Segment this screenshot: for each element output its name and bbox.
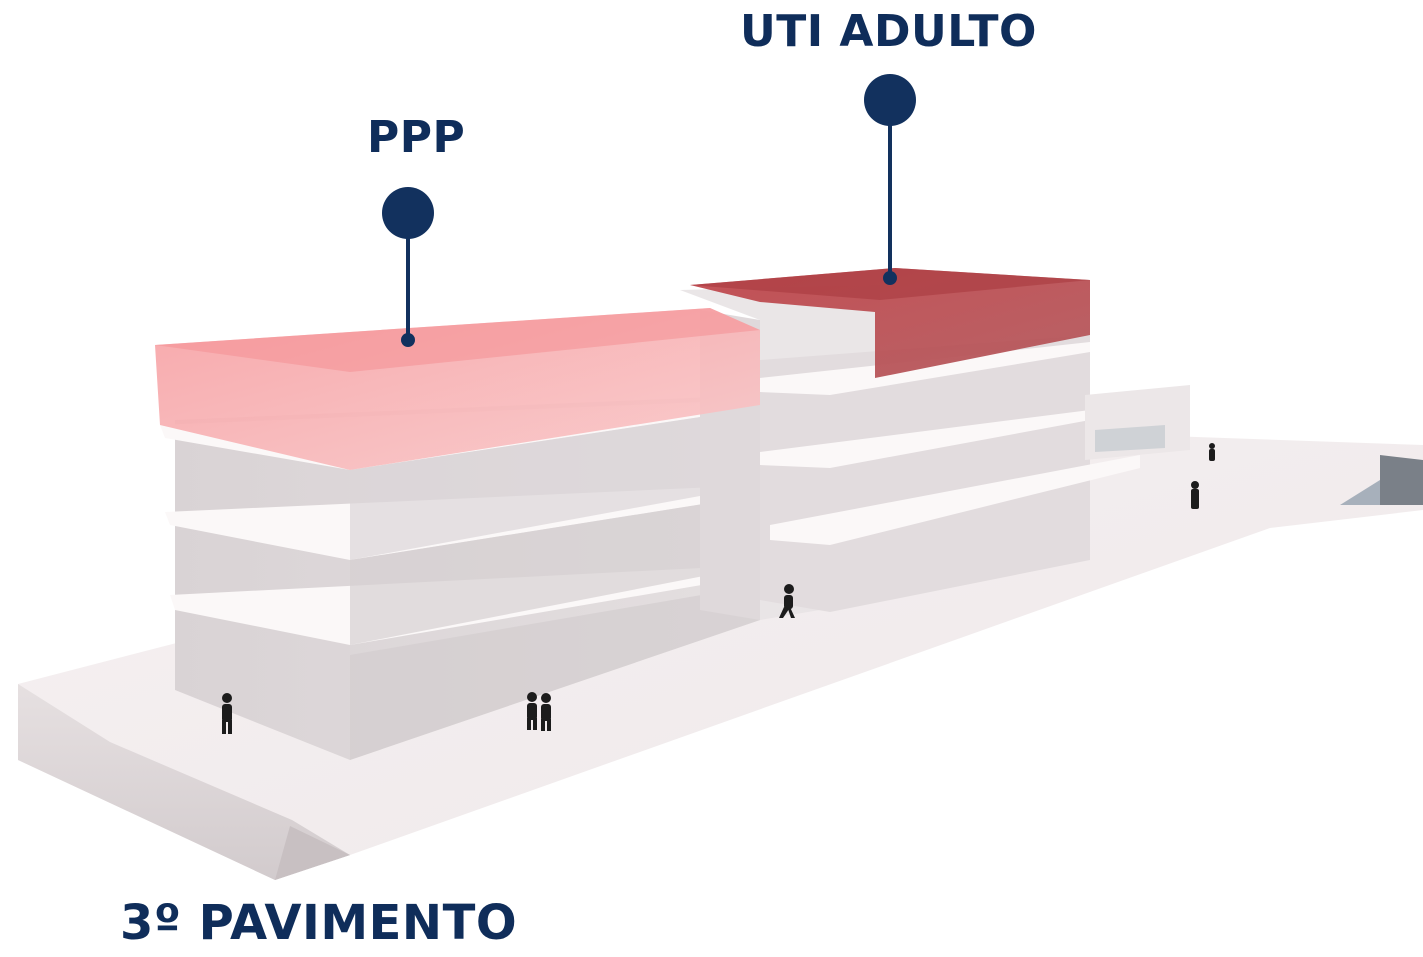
person-silhouette-icon	[1209, 443, 1215, 461]
uti-adulto-label: UTI ADULTO	[740, 6, 1037, 57]
person-silhouette-icon	[1191, 481, 1199, 509]
person-silhouette-icon	[222, 693, 232, 734]
person-silhouette-icon	[779, 584, 795, 618]
pin-marker-icon	[382, 187, 434, 347]
left-building-block	[160, 395, 760, 760]
pin-marker-icon	[864, 74, 916, 285]
person-silhouette-icon	[527, 692, 537, 730]
ppp-label: PPP	[367, 112, 466, 163]
floor-title: 3º PAVIMENTO	[120, 895, 518, 951]
ppp-zone	[155, 308, 760, 470]
right-building-block	[760, 335, 1190, 612]
person-silhouette-icon	[541, 693, 551, 731]
